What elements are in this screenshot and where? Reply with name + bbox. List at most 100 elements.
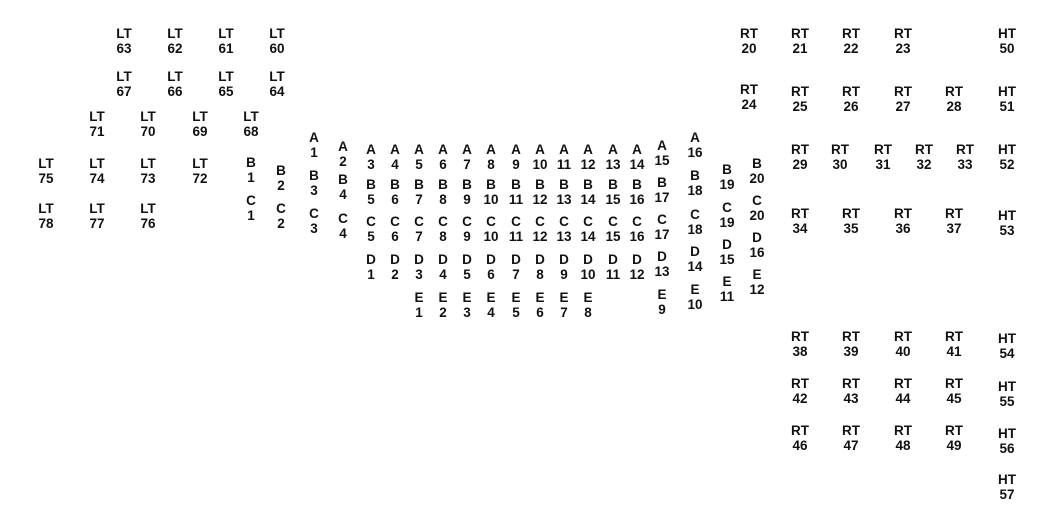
seat-d4[interactable]: D4 bbox=[438, 252, 448, 282]
seat-d14[interactable]: D14 bbox=[687, 244, 702, 274]
seat-b1[interactable]: B1 bbox=[246, 155, 256, 185]
seat-b11[interactable]: B11 bbox=[509, 177, 523, 207]
seat-ht50[interactable]: HT50 bbox=[998, 26, 1016, 56]
seat-d5[interactable]: D5 bbox=[462, 252, 472, 282]
seat-b14[interactable]: B14 bbox=[580, 177, 595, 207]
seat-c13[interactable]: C13 bbox=[556, 214, 571, 244]
seat-lt60[interactable]: LT60 bbox=[269, 26, 285, 56]
seat-ht52[interactable]: HT52 bbox=[998, 142, 1016, 172]
seat-ht55[interactable]: HT55 bbox=[998, 379, 1016, 409]
seat-rt23[interactable]: RT23 bbox=[894, 26, 912, 56]
seat-b12[interactable]: B12 bbox=[532, 177, 547, 207]
seat-e7[interactable]: E7 bbox=[559, 290, 568, 320]
seat-b6[interactable]: B6 bbox=[390, 177, 400, 207]
seat-rt28[interactable]: RT28 bbox=[945, 84, 963, 114]
seat-lt64[interactable]: LT64 bbox=[269, 69, 285, 99]
seat-e2[interactable]: E2 bbox=[438, 290, 447, 320]
seat-rt47[interactable]: RT47 bbox=[842, 423, 860, 453]
seat-b8[interactable]: B8 bbox=[438, 177, 448, 207]
seat-c19[interactable]: C19 bbox=[719, 200, 734, 230]
seat-a1[interactable]: A1 bbox=[309, 130, 319, 160]
seat-d9[interactable]: D9 bbox=[559, 252, 569, 282]
seat-e5[interactable]: E5 bbox=[511, 290, 520, 320]
seat-b3[interactable]: B3 bbox=[309, 168, 319, 198]
seat-rt37[interactable]: RT37 bbox=[945, 206, 963, 236]
seat-b20[interactable]: B20 bbox=[749, 156, 764, 186]
seat-a13[interactable]: A13 bbox=[605, 142, 620, 172]
seat-lt76[interactable]: LT76 bbox=[140, 201, 156, 231]
seat-lt67[interactable]: LT67 bbox=[116, 69, 132, 99]
seat-d10[interactable]: D10 bbox=[580, 252, 595, 282]
seat-rt24[interactable]: RT24 bbox=[740, 82, 758, 112]
seat-c20[interactable]: C20 bbox=[749, 193, 764, 223]
seat-c10[interactable]: C10 bbox=[483, 214, 498, 244]
seat-rt46[interactable]: RT46 bbox=[791, 423, 809, 453]
seat-a10[interactable]: A10 bbox=[532, 142, 547, 172]
seat-d11[interactable]: D11 bbox=[606, 252, 620, 282]
seat-c14[interactable]: C14 bbox=[580, 214, 595, 244]
seat-lt71[interactable]: LT71 bbox=[89, 109, 105, 139]
seat-rt31[interactable]: RT31 bbox=[874, 142, 892, 172]
seat-rt42[interactable]: RT42 bbox=[791, 376, 809, 406]
seat-e3[interactable]: E3 bbox=[462, 290, 471, 320]
seat-rt39[interactable]: RT39 bbox=[842, 329, 860, 359]
seat-d13[interactable]: D13 bbox=[654, 249, 669, 279]
seat-rt40[interactable]: RT40 bbox=[894, 329, 912, 359]
seat-d12[interactable]: D12 bbox=[629, 252, 644, 282]
seat-b19[interactable]: B19 bbox=[719, 162, 734, 192]
seat-a8[interactable]: A8 bbox=[486, 142, 496, 172]
seat-b7[interactable]: B7 bbox=[414, 177, 424, 207]
seat-lt61[interactable]: LT61 bbox=[218, 26, 234, 56]
seat-ht56[interactable]: HT56 bbox=[998, 426, 1016, 456]
seat-rt26[interactable]: RT26 bbox=[842, 84, 860, 114]
seat-c1[interactable]: C1 bbox=[246, 193, 256, 223]
seat-rt41[interactable]: RT41 bbox=[945, 329, 963, 359]
seat-rt22[interactable]: RT22 bbox=[842, 26, 860, 56]
seat-d1[interactable]: D1 bbox=[366, 252, 376, 282]
seat-lt77[interactable]: LT77 bbox=[89, 201, 105, 231]
seat-b5[interactable]: B5 bbox=[366, 177, 376, 207]
seat-lt68[interactable]: LT68 bbox=[243, 109, 259, 139]
seat-rt36[interactable]: RT36 bbox=[894, 206, 912, 236]
seat-a11[interactable]: A11 bbox=[557, 142, 571, 172]
seat-lt73[interactable]: LT73 bbox=[140, 156, 156, 186]
seat-rt44[interactable]: RT44 bbox=[894, 376, 912, 406]
seat-e10[interactable]: E10 bbox=[687, 282, 702, 312]
seat-d6[interactable]: D6 bbox=[486, 252, 496, 282]
seat-b16[interactable]: B16 bbox=[629, 177, 644, 207]
seat-e9[interactable]: E9 bbox=[657, 287, 666, 317]
seat-e6[interactable]: E6 bbox=[535, 290, 544, 320]
seat-e4[interactable]: E4 bbox=[486, 290, 495, 320]
seat-rt35[interactable]: RT35 bbox=[842, 206, 860, 236]
seat-a16[interactable]: A16 bbox=[687, 130, 702, 160]
seat-d2[interactable]: D2 bbox=[390, 252, 400, 282]
seat-a4[interactable]: A4 bbox=[390, 142, 400, 172]
seat-rt25[interactable]: RT25 bbox=[791, 84, 809, 114]
seat-rt27[interactable]: RT27 bbox=[894, 84, 912, 114]
seat-lt69[interactable]: LT69 bbox=[192, 109, 208, 139]
seat-b13[interactable]: B13 bbox=[556, 177, 571, 207]
seat-c16[interactable]: C16 bbox=[629, 214, 644, 244]
seat-a2[interactable]: A2 bbox=[338, 139, 348, 169]
seat-lt62[interactable]: LT62 bbox=[167, 26, 183, 56]
seat-c4[interactable]: C4 bbox=[338, 211, 348, 241]
seat-b10[interactable]: B10 bbox=[483, 177, 498, 207]
seat-a3[interactable]: A3 bbox=[366, 142, 376, 172]
seat-a7[interactable]: A7 bbox=[462, 142, 472, 172]
seat-e12[interactable]: E12 bbox=[749, 267, 764, 297]
seat-c11[interactable]: C11 bbox=[509, 214, 523, 244]
seat-e1[interactable]: E1 bbox=[414, 290, 423, 320]
seat-rt20[interactable]: RT20 bbox=[740, 26, 758, 56]
seat-ht57[interactable]: HT57 bbox=[998, 472, 1016, 502]
seat-d16[interactable]: D16 bbox=[749, 230, 764, 260]
seat-lt72[interactable]: LT72 bbox=[192, 156, 208, 186]
seat-c7[interactable]: C7 bbox=[414, 214, 424, 244]
seat-b9[interactable]: B9 bbox=[462, 177, 472, 207]
seat-b2[interactable]: B2 bbox=[276, 163, 286, 193]
seat-rt33[interactable]: RT33 bbox=[956, 142, 974, 172]
seat-lt75[interactable]: LT75 bbox=[38, 156, 54, 186]
seat-b18[interactable]: B18 bbox=[687, 168, 702, 198]
seat-d15[interactable]: D15 bbox=[719, 237, 734, 267]
seat-ht53[interactable]: HT53 bbox=[998, 208, 1016, 238]
seat-a6[interactable]: A6 bbox=[438, 142, 448, 172]
